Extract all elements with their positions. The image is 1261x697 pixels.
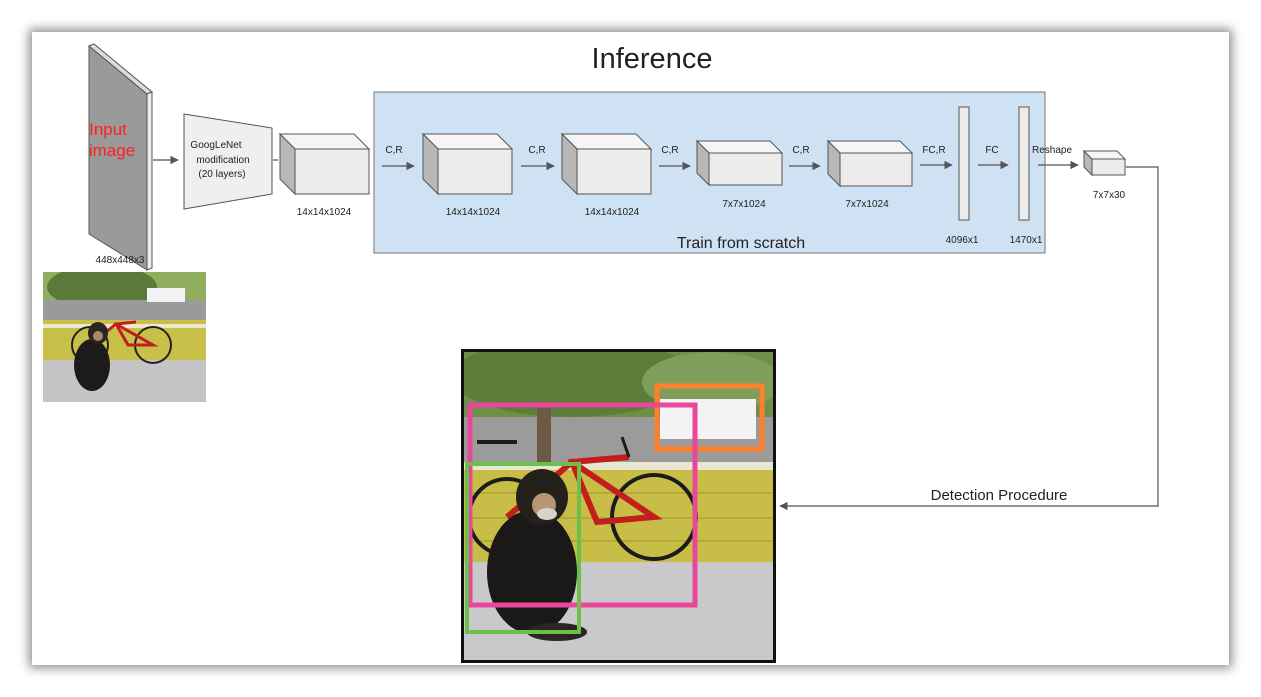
layer2-cuboid xyxy=(560,132,653,196)
layer3-cuboid xyxy=(695,139,784,187)
layer2-size-label: 14x14x1024 xyxy=(585,207,640,218)
train-from-scratch-label: Train from scratch xyxy=(677,235,805,252)
input-size-label: 448x448x3 xyxy=(96,255,145,266)
op6-label: FC xyxy=(985,145,998,156)
layer0-size-label: 14x14x1024 xyxy=(297,207,352,218)
bbox-dog-green xyxy=(465,462,581,634)
fc1-bar xyxy=(958,106,970,221)
op2-label: C,R xyxy=(528,145,545,156)
layer4-cuboid xyxy=(826,139,914,188)
output-cuboid xyxy=(1082,149,1127,177)
detection-photo xyxy=(464,352,773,660)
diagram-card: Inference Input image 448x448x3 GoogLeNe… xyxy=(32,32,1229,665)
detection-arrow xyxy=(779,166,1159,511)
fc2-size-label: 1470x1 xyxy=(1010,235,1043,246)
googlenet-label-line2: modification xyxy=(196,155,249,166)
layer4-size-label: 7x7x1024 xyxy=(845,199,889,210)
input-photo xyxy=(43,272,206,402)
yolo-architecture-diagram: Inference Input image 448x448x3 GoogLeNe… xyxy=(43,43,1159,663)
op5-label: FC,R xyxy=(922,145,945,156)
input-label-line2: image xyxy=(89,141,135,160)
op7-label: Reshape xyxy=(1032,145,1072,156)
googlenet-label-line3: (20 layers) xyxy=(198,169,245,180)
layer0-cuboid xyxy=(278,132,371,196)
googlenet-block xyxy=(183,113,273,210)
fc1-size-label: 4096x1 xyxy=(946,235,979,246)
op4-label: C,R xyxy=(792,145,809,156)
op1-label: C,R xyxy=(385,145,402,156)
input-label-line1: Input xyxy=(89,120,127,139)
layer1-cuboid xyxy=(421,132,514,196)
fc2-bar xyxy=(1018,106,1030,221)
input-image-slab xyxy=(88,43,153,271)
output-size-label: 7x7x30 xyxy=(1093,190,1126,201)
diagram-title: Inference xyxy=(592,43,713,75)
bbox-car-orange xyxy=(654,383,765,452)
detection-procedure-label: Detection Procedure xyxy=(931,487,1068,504)
layer3-size-label: 7x7x1024 xyxy=(722,199,766,210)
bbox-bicycle-pink xyxy=(467,402,698,608)
layer1-size-label: 14x14x1024 xyxy=(446,207,501,218)
googlenet-label-line1: GoogLeNet xyxy=(190,140,241,151)
op3-label: C,R xyxy=(661,145,678,156)
